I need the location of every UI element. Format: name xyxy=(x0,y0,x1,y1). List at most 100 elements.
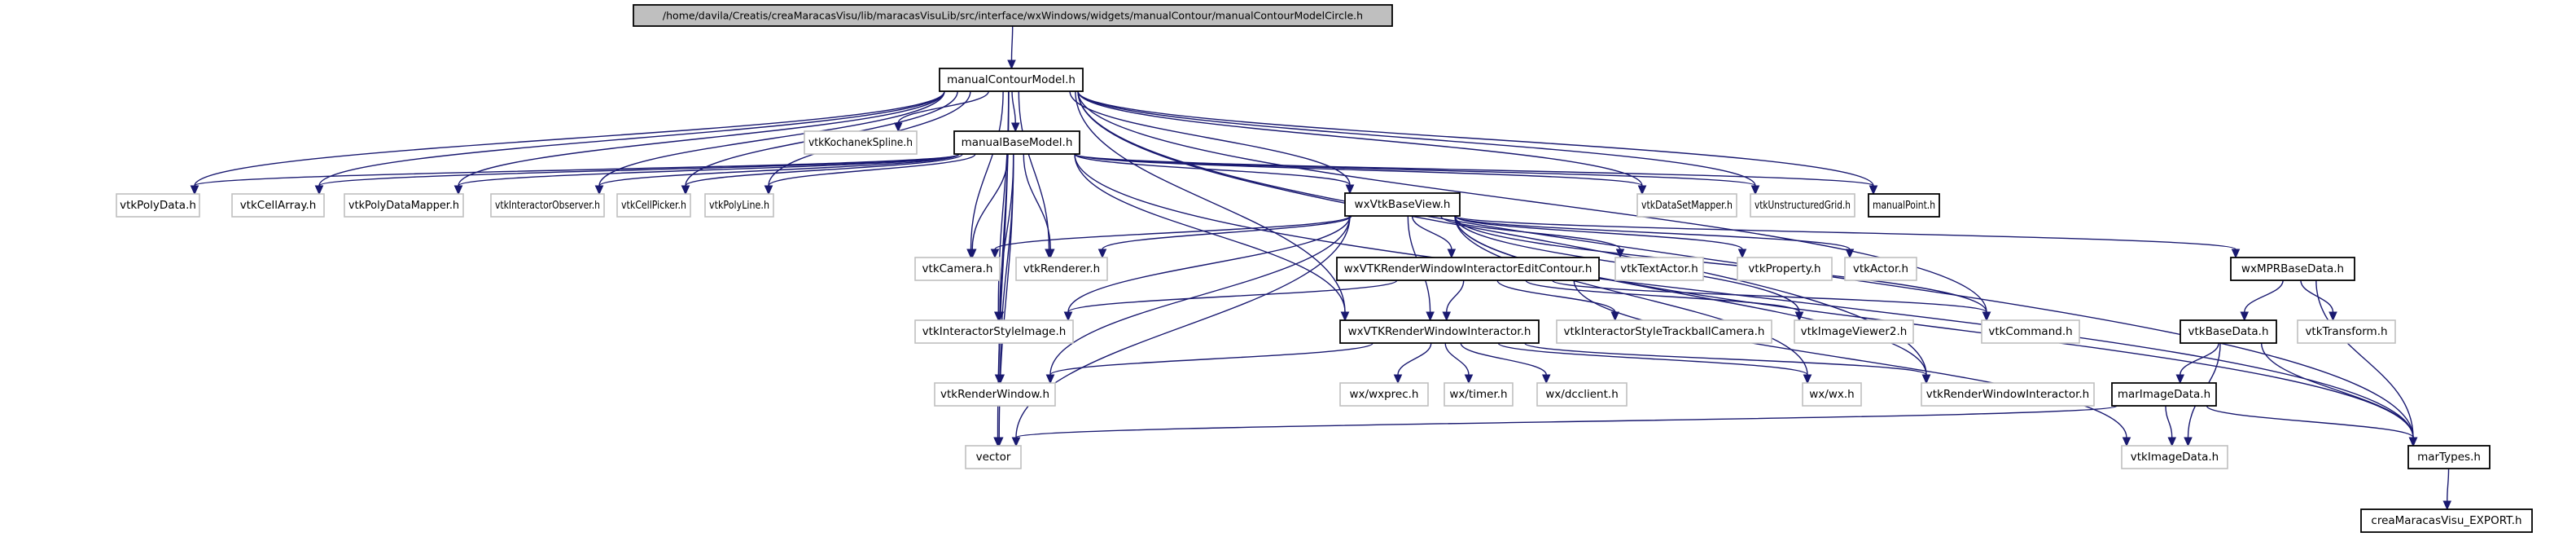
node-vtk-poly-data-mapper: vtkPolyDataMapper.h xyxy=(344,193,464,218)
node-label: vtkUnstructuredGrid.h xyxy=(1755,199,1851,212)
arrowhead-icon xyxy=(453,185,463,196)
arrowhead-icon xyxy=(1803,374,1812,385)
edge-marImageData-to-vtkImageData xyxy=(2165,405,2177,447)
node-vtk-command: vtkCommand.h xyxy=(1981,319,2080,344)
node-box xyxy=(1336,257,1600,281)
edge-manualContourModel-to-wxVTKRWI xyxy=(1075,90,1350,322)
node-dcclient: wx/dcclient.h xyxy=(1536,382,1628,407)
node-label: vtkTransform.h xyxy=(2305,325,2387,338)
edge-wxVTKRWI-to-timer xyxy=(1444,342,1474,385)
node-vtk-text-actor: vtkTextActor.h xyxy=(1614,257,1704,281)
edge-line xyxy=(1102,215,1352,250)
arrowhead-icon xyxy=(681,185,690,196)
edge-marTypes-to-export xyxy=(2442,468,2452,511)
node-box xyxy=(1737,257,1833,281)
edge-wxVTKRWIEditContour-to-wxVTKRWI xyxy=(1442,280,1465,322)
arrowhead-icon xyxy=(1750,185,1760,196)
edge-manualBaseModel-to-vtkCellArray xyxy=(314,153,960,196)
node-label: vtkPolyLine.h xyxy=(709,199,769,212)
node-box xyxy=(2180,319,2277,344)
edge-line xyxy=(1011,90,1016,124)
arrowhead-icon xyxy=(2328,311,2337,322)
node-label: wxVtkBaseView.h xyxy=(1355,198,1451,211)
node-box xyxy=(490,193,605,218)
node-box xyxy=(965,445,1022,469)
node-label: vtkCamera.h xyxy=(922,262,993,275)
edge-line xyxy=(1074,153,1643,187)
node-box xyxy=(1868,193,1940,218)
node-box xyxy=(914,257,1001,281)
node-box xyxy=(2297,319,2396,344)
node-wx-vtkrwi[interactable]: wxVTKRenderWindowInteractor.h xyxy=(1339,319,1540,344)
node-vtk-unstructured-grid: vtkUnstructuredGrid.h xyxy=(1750,193,1855,218)
node-label: creaMaracasVisu_EXPORT.h xyxy=(2371,514,2521,527)
node-box xyxy=(2230,257,2355,281)
edge-line xyxy=(1440,215,1621,250)
node-vtk-interactor-style-trackball-camera: vtkInteractorStyleTrackballCamera.h xyxy=(1556,319,1772,344)
edge-line xyxy=(1454,215,2414,438)
nodes-layer: /home/davila/Creatis/creaMaracasVisu/lib… xyxy=(116,4,2533,533)
edge-line xyxy=(1015,405,2118,438)
edge-line xyxy=(1454,215,1808,376)
edge-line xyxy=(458,153,960,187)
edge-wxVTKRWIEditContour-to-vtkInteractorStyleImage xyxy=(1063,280,1398,322)
node-manual-point[interactable]: manualPoint.h xyxy=(1868,193,1940,218)
arrowhead-icon xyxy=(2442,500,2452,511)
edge-line xyxy=(318,153,960,187)
node-label: vtkPolyDataMapper.h xyxy=(348,199,459,212)
edge-manualBaseModel-to-manualPoint xyxy=(1074,153,1878,196)
node-label: vector xyxy=(976,451,1011,464)
edge-line xyxy=(2165,405,2173,438)
node-box xyxy=(1444,382,1514,407)
node-mar-types[interactable]: marTypes.h xyxy=(2407,445,2491,469)
edge-wxVtkBaseView-to-vtkRenderer xyxy=(1097,215,1352,259)
arrowhead-icon xyxy=(1442,311,1452,322)
node-vtk-cell-picker: vtkCellPicker.h xyxy=(616,193,691,218)
edge-line xyxy=(685,153,963,187)
edge-line xyxy=(971,153,1009,250)
edge-line xyxy=(1049,215,1351,376)
node-export[interactable]: creaMaracasVisu_EXPORT.h xyxy=(2360,508,2533,533)
arrowhead-icon xyxy=(1345,184,1355,195)
edge-line xyxy=(1067,280,1398,313)
arrowhead-icon xyxy=(1045,374,1055,385)
node-vtk-kochanek-spline: vtkKochanekSpline.h xyxy=(804,130,918,155)
node-box xyxy=(953,130,1080,155)
node-wx-vtkrwiedit-contour[interactable]: wxVTKRenderWindowInteractorEditContour.h xyxy=(1336,257,1600,281)
node-root[interactable]: /home/davila/Creatis/creaMaracasVisu/lib… xyxy=(633,4,1393,27)
arrowhead-icon xyxy=(1447,249,1457,259)
node-box xyxy=(1536,382,1628,407)
arrowhead-icon xyxy=(893,122,903,133)
node-label: vtkTextActor.h xyxy=(1620,262,1698,275)
edge-line xyxy=(1444,342,1470,376)
edge-manualBaseModel-to-vtkPolyLine xyxy=(764,153,976,196)
arrowhead-icon xyxy=(1010,122,1020,133)
edge-wxVtkBaseView-to-vtkCamera xyxy=(990,215,1351,259)
node-label: vtkCellArray.h xyxy=(240,199,317,212)
node-label: wxVTKRenderWindowInteractor.h xyxy=(1348,325,1531,338)
node-manual-base-model[interactable]: manualBaseModel.h xyxy=(953,130,1080,155)
arrowhead-icon xyxy=(1637,185,1647,196)
edge-line xyxy=(2315,280,2414,438)
node-box xyxy=(1015,257,1108,281)
arrowhead-icon xyxy=(1982,311,1991,322)
node-manual-contour-model[interactable]: manualContourModel.h xyxy=(939,68,1084,92)
node-box xyxy=(633,4,1393,27)
node-mar-image-data[interactable]: marImageData.h xyxy=(2111,382,2217,407)
edge-line xyxy=(1074,153,1874,187)
edge-line xyxy=(1077,90,1756,187)
node-box xyxy=(1802,382,1862,407)
node-box xyxy=(939,68,1084,92)
node-vtk-image-viewer2: vtkImageViewer2.h xyxy=(1794,319,1914,344)
edge-wxVTKRWIEditContour-to-vtkImageData xyxy=(1573,280,2131,447)
node-wx-mprbase-data[interactable]: wxMPRBaseData.h xyxy=(2230,257,2355,281)
node-box xyxy=(344,193,464,218)
node-vtk-base-data[interactable]: vtkBaseData.h xyxy=(2180,319,2277,344)
node-wx-vtk-base-view[interactable]: wxVtkBaseView.h xyxy=(1344,192,1461,217)
node-label: /home/davila/Creatis/creaMaracasVisu/lib… xyxy=(663,10,1363,22)
edge-manualContourModel-to-manualBaseModel xyxy=(1010,90,1020,133)
arrowhead-icon xyxy=(1045,249,1055,259)
node-label: wxVTKRenderWindowInteractorEditContour.h xyxy=(1344,262,1592,275)
edge-vtkBaseData-to-marImageData xyxy=(2175,342,2219,385)
node-box xyxy=(616,193,691,218)
